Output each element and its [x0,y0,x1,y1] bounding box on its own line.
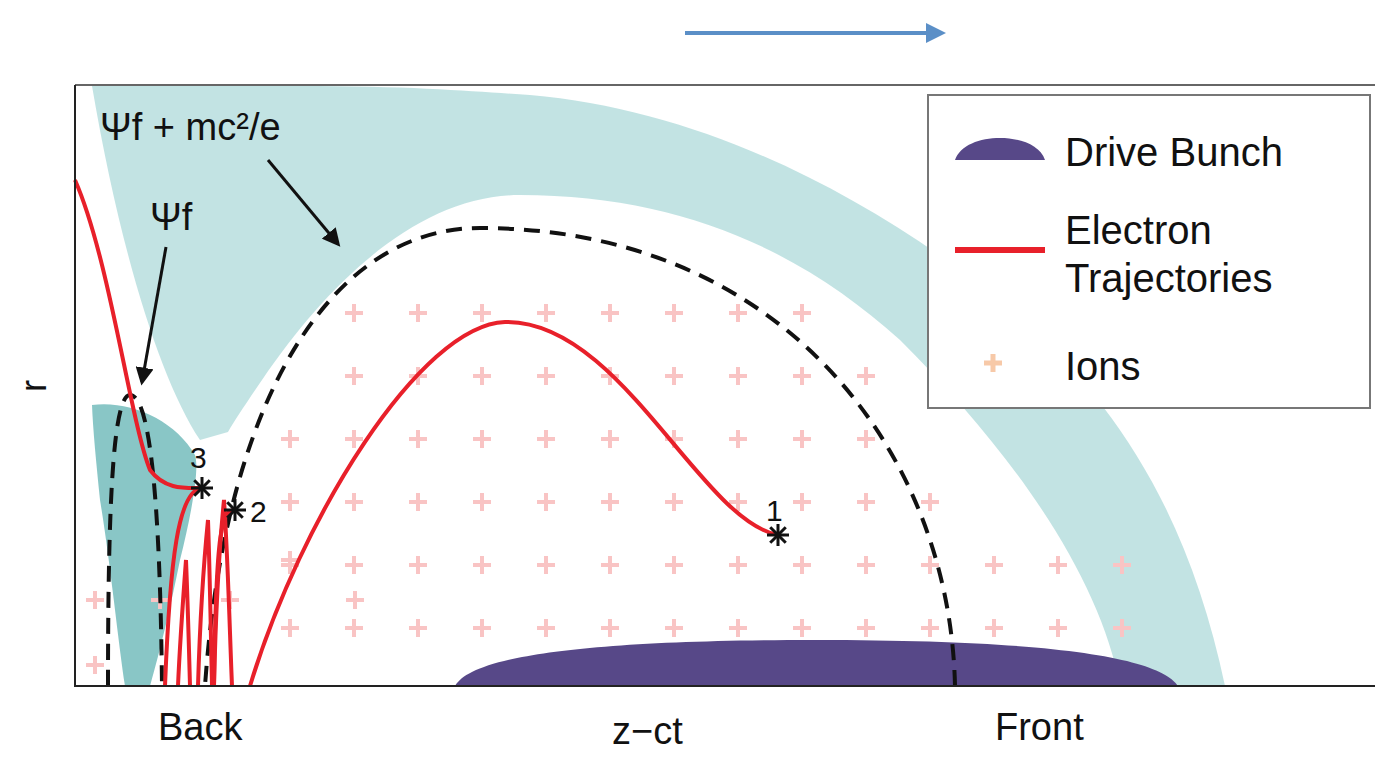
ion [729,619,747,637]
ion [473,556,491,574]
ion [985,556,1003,574]
legend-sample [984,354,1002,372]
potential-contour [205,228,955,686]
direction-arrow [685,31,942,35]
ion [345,556,363,574]
ion [537,430,555,448]
ion [86,656,104,674]
star-marker [767,524,789,546]
ion [345,430,363,448]
ion [857,493,875,511]
axis-label: r [16,380,52,392]
ion [601,304,619,322]
ion [601,430,619,448]
ion [409,556,427,574]
ion [857,556,875,574]
ion [857,367,875,385]
legend-sample [955,138,1045,160]
ion [665,619,683,637]
leader-arrow [142,247,166,382]
star-marker [191,477,213,499]
ion [921,619,939,637]
ion [729,430,747,448]
ion [665,493,683,511]
ion [345,493,363,511]
ion [537,619,555,637]
axis-label: Back [158,708,242,746]
ion [665,304,683,322]
drive-bunch [455,640,1178,686]
legend-text: Ions [1065,342,1360,390]
legend-text: Drive Bunch [1065,128,1360,176]
ion [281,493,299,511]
ion [665,556,683,574]
ion [985,619,1003,637]
ion [345,367,363,385]
callout-number: 1 [766,496,783,526]
start-markers [191,477,789,546]
ion [537,367,555,385]
ion [473,493,491,511]
star-marker [224,499,246,521]
ion [1113,619,1131,637]
ion [601,556,619,574]
ion [793,556,811,574]
legend-text: Electron Trajectories [1065,206,1360,302]
ion [601,619,619,637]
ion [537,304,555,322]
ion [793,304,811,322]
ion [345,304,363,322]
ion [346,591,364,609]
ion [857,619,875,637]
ion [345,619,363,637]
ion [1049,619,1067,637]
ion [729,304,747,322]
electron-trajectories [75,180,778,686]
frame-line [74,85,76,687]
ion [281,430,299,448]
legend-sample [955,247,1045,253]
ion [473,619,491,637]
leader-arrow [268,160,338,244]
ion [921,493,939,511]
ion [793,367,811,385]
ion [1049,556,1067,574]
legend-box [928,95,1370,408]
ion [601,493,619,511]
axis-label: Front [995,708,1084,746]
ion [86,591,104,609]
frame-line [75,84,1375,86]
ion [921,556,939,574]
ion [793,493,811,511]
contour-label: Ψf [150,198,192,236]
axis-line [75,685,1375,687]
contour-label: Ψf + mc²/e [100,108,281,146]
ion [409,304,427,322]
ion [537,493,555,511]
ion [1113,556,1131,574]
ion [281,619,299,637]
ion [665,367,683,385]
ion [473,304,491,322]
axis-label: z−ct [612,712,683,750]
callout-number: 3 [190,443,207,473]
ion [729,556,747,574]
ion [537,556,555,574]
ion [409,493,427,511]
ion [409,430,427,448]
ion [473,367,491,385]
callout-number: 2 [250,497,267,527]
potential-contour [108,395,162,686]
ion [409,619,427,637]
ion [793,619,811,637]
ion [793,430,811,448]
ion [473,430,491,448]
ion [857,430,875,448]
ion [729,367,747,385]
